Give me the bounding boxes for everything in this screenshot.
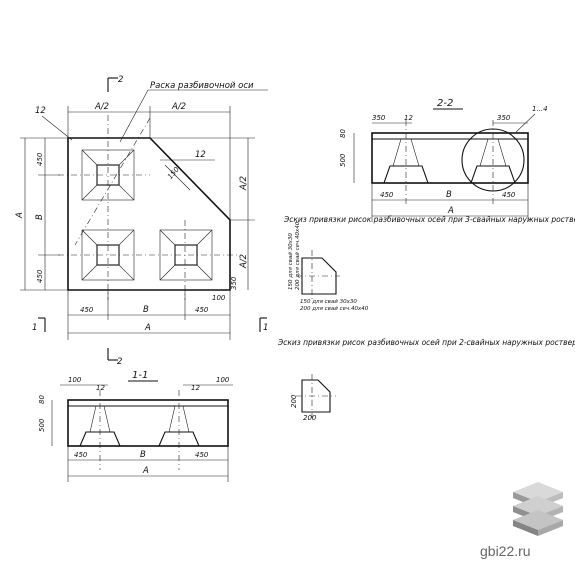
dim-b: В xyxy=(35,214,45,220)
dim-80: 80 xyxy=(38,395,46,404)
leader-line xyxy=(41,115,73,141)
note-line: Эскиз привязки рисок разбивочных осей пр… xyxy=(283,215,575,224)
leader-line xyxy=(119,89,149,143)
dim-b: В xyxy=(140,450,146,460)
dim-b: В xyxy=(446,190,452,200)
dim-a: А xyxy=(142,466,149,476)
leader-line xyxy=(515,113,536,133)
sketch-outline xyxy=(301,379,331,413)
dim-450: 450 xyxy=(36,269,44,283)
stacked-slabs-icon xyxy=(513,482,563,536)
dim-12: 12 xyxy=(35,106,46,116)
dim-12: 12 xyxy=(404,114,413,122)
plan-outline xyxy=(67,137,231,291)
dim-12: 12 xyxy=(96,384,105,392)
plan-axis xyxy=(74,117,151,246)
dim-350: 350 xyxy=(497,114,511,122)
section-2-2: 2-2 350 12 350 1...4 80 500 450 В 450 А xyxy=(339,98,548,222)
pile-head xyxy=(158,431,200,447)
pile-cell xyxy=(81,149,135,201)
section-mark-1: 1 xyxy=(263,323,268,333)
section-title: 2-2 xyxy=(437,98,453,109)
dim-100: 100 xyxy=(212,294,226,302)
sketch-outline xyxy=(301,257,337,295)
sketch2-v: 200 xyxy=(290,394,298,408)
dim-80: 80 xyxy=(339,129,347,138)
dim-b: В xyxy=(143,305,149,315)
pile-cell xyxy=(159,229,213,281)
dim-a: А xyxy=(447,206,454,216)
dim-500: 500 xyxy=(38,418,46,432)
sketch3-h1: 150 для свай 30х30 xyxy=(300,299,357,305)
dim-half-a: А/2 xyxy=(171,102,186,112)
section-outline xyxy=(371,132,529,184)
dim-half-a: А/2 xyxy=(239,176,249,191)
dim-half-a: А/2 xyxy=(239,254,249,269)
note-line: Эскиз привязки рисок разбивочных осей пр… xyxy=(277,338,575,347)
brand-site[interactable]: gbi22.ru xyxy=(480,543,531,559)
section-mark-2: 2 xyxy=(118,75,123,85)
dim-line xyxy=(164,164,191,191)
note-2-pile: Эскиз привязки рисок разбивочных осей пр… xyxy=(277,338,575,422)
pile-head xyxy=(470,165,516,184)
pile-head xyxy=(79,431,121,447)
dim-100: 100 xyxy=(216,376,230,384)
dim-450: 450 xyxy=(195,306,209,314)
dim-half-a: А/2 xyxy=(94,102,109,112)
dim-450: 450 xyxy=(80,306,94,314)
dim-12: 12 xyxy=(195,150,206,160)
section-mark-2: 2 xyxy=(117,357,122,367)
section-outline xyxy=(67,399,229,447)
dim-350: 350 xyxy=(230,276,238,290)
sketch3-h2: 200 для свай сеч.40х40 xyxy=(300,306,369,312)
pile-cell xyxy=(81,229,135,281)
plan-view: Раска разбивочной оси 12 12 150 А/2 А/2 … xyxy=(15,75,268,367)
dim-12: 12 xyxy=(191,384,200,392)
dim-450: 450 xyxy=(36,152,44,166)
dim-450: 450 xyxy=(74,451,88,459)
dim-450: 450 xyxy=(380,191,394,199)
axis-marking-label: Раска разбивочной оси xyxy=(150,81,254,91)
section-mark-1: 1 xyxy=(32,323,37,333)
section-1-1: 1-1 100 12 12 100 80 500 450 В 450 А xyxy=(38,370,233,482)
section-title: 1-1 xyxy=(132,370,148,381)
dim-a: А xyxy=(144,323,151,333)
dim-a: А xyxy=(15,212,25,219)
dim-100: 100 xyxy=(68,376,82,384)
sketch2-h: 200 xyxy=(303,414,317,422)
dim-1-4: 1...4 xyxy=(532,105,548,113)
sketch3-v1: 150 для свай 30х30 xyxy=(288,233,294,290)
note-3-pile: Эскиз привязки рисок разбивочных осей пр… xyxy=(283,215,575,312)
sketch3-v2: 200 для свай сеч.40х40 xyxy=(295,221,301,290)
dim-500: 500 xyxy=(339,153,347,167)
dim-450: 450 xyxy=(502,191,516,199)
dim-450: 450 xyxy=(195,451,209,459)
dim-350: 350 xyxy=(372,114,386,122)
pile-head xyxy=(383,165,429,184)
